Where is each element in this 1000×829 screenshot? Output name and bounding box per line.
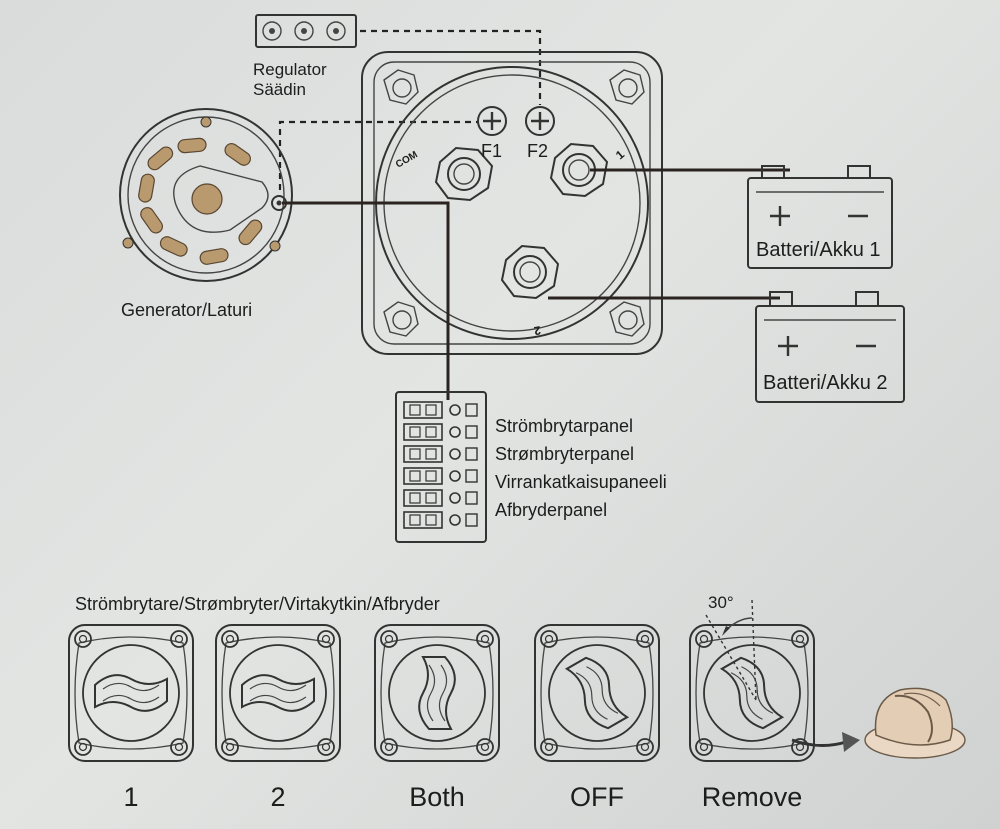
panel-label-se: Strömbrytarpanel bbox=[495, 416, 633, 436]
corner-bolt bbox=[695, 738, 713, 756]
corner-bolt bbox=[476, 738, 494, 756]
com-stud bbox=[434, 146, 494, 202]
generator-to-com-wire bbox=[282, 201, 450, 400]
corner-bolt bbox=[317, 738, 335, 756]
corner-bolt bbox=[476, 630, 494, 648]
removal-angle-indicator bbox=[705, 599, 757, 701]
switch-knob bbox=[564, 656, 630, 730]
terminal-2-label: 2 bbox=[533, 323, 542, 338]
generator bbox=[119, 108, 293, 282]
f1-terminal bbox=[477, 106, 507, 136]
corner-bolt bbox=[74, 630, 92, 648]
switch-knob bbox=[719, 656, 785, 730]
switch-position-off: OFF bbox=[534, 624, 660, 812]
corner-bolt bbox=[221, 738, 239, 756]
breaker-row bbox=[403, 401, 478, 419]
corner-bolt bbox=[74, 738, 92, 756]
battery-2 bbox=[755, 291, 905, 403]
corner-bolt bbox=[609, 69, 645, 105]
regulator-label: Regulator bbox=[253, 60, 327, 79]
corner-bolt bbox=[317, 630, 335, 648]
breaker-row bbox=[403, 445, 478, 463]
corner-bolt bbox=[383, 301, 419, 337]
corner-bolt bbox=[380, 738, 398, 756]
regulator-label-fi: Säädin bbox=[253, 80, 306, 99]
breaker-panel bbox=[395, 391, 487, 543]
corner-bolt bbox=[636, 738, 654, 756]
corner-bolt bbox=[695, 630, 713, 648]
terminal-1-label: 1 bbox=[613, 147, 627, 162]
battery-2-label: Batteri/Akku 2 bbox=[763, 372, 888, 394]
battery-1-label: Batteri/Akku 1 bbox=[756, 239, 881, 261]
remove-arrow bbox=[791, 732, 860, 752]
regulator-block bbox=[255, 14, 357, 48]
corner-bolt bbox=[383, 69, 419, 105]
corner-bolt bbox=[540, 630, 558, 648]
switch-position-label: 2 bbox=[270, 782, 285, 812]
switch-knob bbox=[94, 674, 168, 712]
terminal-2-stud bbox=[500, 244, 560, 300]
switch-position-label: Both bbox=[409, 782, 465, 812]
regulator-wire-f2 bbox=[360, 29, 542, 105]
f2-label: F2 bbox=[527, 141, 548, 161]
f1-label: F1 bbox=[481, 141, 502, 161]
com-label: COM bbox=[394, 149, 420, 170]
breaker-row bbox=[403, 423, 478, 441]
breaker-row bbox=[403, 467, 478, 485]
switch-knob bbox=[241, 674, 315, 712]
switch-heading: Strömbrytare/Strømbryter/Virtakytkin/Afb… bbox=[75, 594, 440, 614]
corner-bolt bbox=[221, 630, 239, 648]
panel-label-no: Strømbryterpanel bbox=[495, 444, 634, 464]
panel-label-dk: Afbryderpanel bbox=[495, 500, 607, 520]
corner-bolt bbox=[636, 630, 654, 648]
switch-position-2: 2 bbox=[215, 624, 341, 812]
switch-position-label: OFF bbox=[570, 782, 624, 812]
battery-1 bbox=[747, 165, 893, 269]
corner-bolt bbox=[170, 630, 188, 648]
switch-knob bbox=[418, 656, 456, 730]
corner-bolt bbox=[540, 738, 558, 756]
switch-position-1: 1 bbox=[68, 624, 194, 812]
switch-position-both: Both bbox=[374, 624, 500, 812]
removed-knob-icon bbox=[864, 687, 966, 759]
switch-position-label: Remove bbox=[702, 782, 803, 812]
generator-label: Generator/Laturi bbox=[121, 300, 252, 320]
corner-bolt bbox=[170, 738, 188, 756]
corner-bolt bbox=[791, 630, 809, 648]
switch-position-label: 1 bbox=[123, 782, 138, 812]
panel-label-fi: Virrankatkaisupaneeli bbox=[495, 472, 667, 492]
switch-position-remove: Remove bbox=[689, 624, 815, 812]
breaker-row bbox=[403, 489, 478, 507]
corner-bolt bbox=[380, 630, 398, 648]
breaker-row bbox=[403, 511, 478, 529]
corner-bolt bbox=[609, 301, 645, 337]
angle-label: 30° bbox=[708, 593, 734, 612]
f2-terminal bbox=[525, 106, 555, 136]
